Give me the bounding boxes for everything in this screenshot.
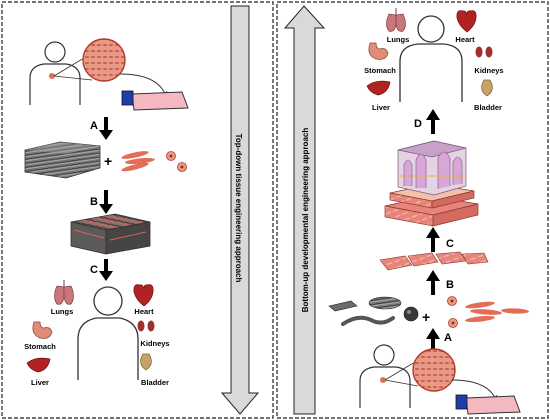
step-c-label: C <box>90 264 98 276</box>
right-liver-icon <box>366 80 391 96</box>
bladder-icon <box>140 353 152 371</box>
right-stomach-icon <box>368 42 389 60</box>
right-stomach-label: Stomach <box>364 66 396 75</box>
right-step-a-arrow <box>426 328 440 352</box>
bottom-up-arrow <box>283 5 326 415</box>
tissue-biopsy-magnified <box>53 38 126 82</box>
smooth-muscle-cells <box>121 151 187 172</box>
stomach-icon <box>32 321 53 339</box>
kidneys-icon <box>137 320 155 332</box>
step-a-label: A <box>90 120 98 132</box>
step-b-label: B <box>90 196 98 208</box>
top-down-arrow <box>220 5 260 415</box>
scaffold-building-blocks <box>328 296 419 326</box>
left-lungs-label: Lungs <box>51 307 74 316</box>
right-kidneys-label: Kidneys <box>474 66 503 75</box>
right-lungs-icon <box>386 8 406 32</box>
step-c-arrow <box>99 259 113 281</box>
right-bladder-label: Bladder <box>474 103 502 112</box>
right-cells-cluster <box>447 296 529 328</box>
step-a-arrow <box>99 117 113 140</box>
heart-icon <box>133 284 154 307</box>
recipient-body-outline <box>77 286 139 380</box>
top-down-approach-label: Top-down tissue engineering approach <box>234 134 243 283</box>
fibrous-scaffold <box>24 141 101 179</box>
right-step-d-label: D <box>414 118 422 130</box>
left-bladder-label: Bladder <box>141 378 169 387</box>
right-liver-label: Liver <box>372 103 390 112</box>
tissue-sheets <box>379 251 489 271</box>
right-step-d-arrow <box>426 109 440 134</box>
right-step-a-label: A <box>444 332 452 344</box>
right-step-c-arrow <box>426 227 440 252</box>
right-kidneys-icon <box>475 46 493 58</box>
right-bladder-icon <box>481 79 493 97</box>
left-heart-label: Heart <box>134 307 154 316</box>
right-culture-flask-icon <box>455 394 521 415</box>
step-b-arrow <box>99 190 113 214</box>
left-stomach-label: Stomach <box>24 342 56 351</box>
right-step-b-label: B <box>446 279 454 291</box>
left-kidneys-label: Kidneys <box>140 339 169 348</box>
patient-icon <box>29 41 81 105</box>
right-heart-icon <box>456 10 477 33</box>
culture-flask-icon <box>121 90 189 111</box>
bottom-up-approach-label: Bottom-up developmental engineering appr… <box>301 128 310 313</box>
complex-tissue-construct <box>384 140 479 227</box>
seeded-scaffold-block <box>70 213 151 255</box>
right-panel-border <box>276 1 549 419</box>
right-patient-icon <box>359 344 411 408</box>
right-step-c-label: C <box>446 238 454 250</box>
liver-icon <box>26 357 51 373</box>
lungs-icon <box>54 280 74 305</box>
right-tissue-biopsy-magnified <box>384 348 456 392</box>
right-heart-label: Heart <box>455 35 475 44</box>
left-panel-border <box>1 1 274 419</box>
plus-sign: + <box>104 153 112 169</box>
right-plus-sign: + <box>422 309 430 325</box>
right-lungs-label: Lungs <box>387 35 410 44</box>
engineered-body-outline <box>399 15 463 102</box>
right-step-b-arrow <box>426 270 440 295</box>
left-liver-label: Liver <box>31 378 49 387</box>
